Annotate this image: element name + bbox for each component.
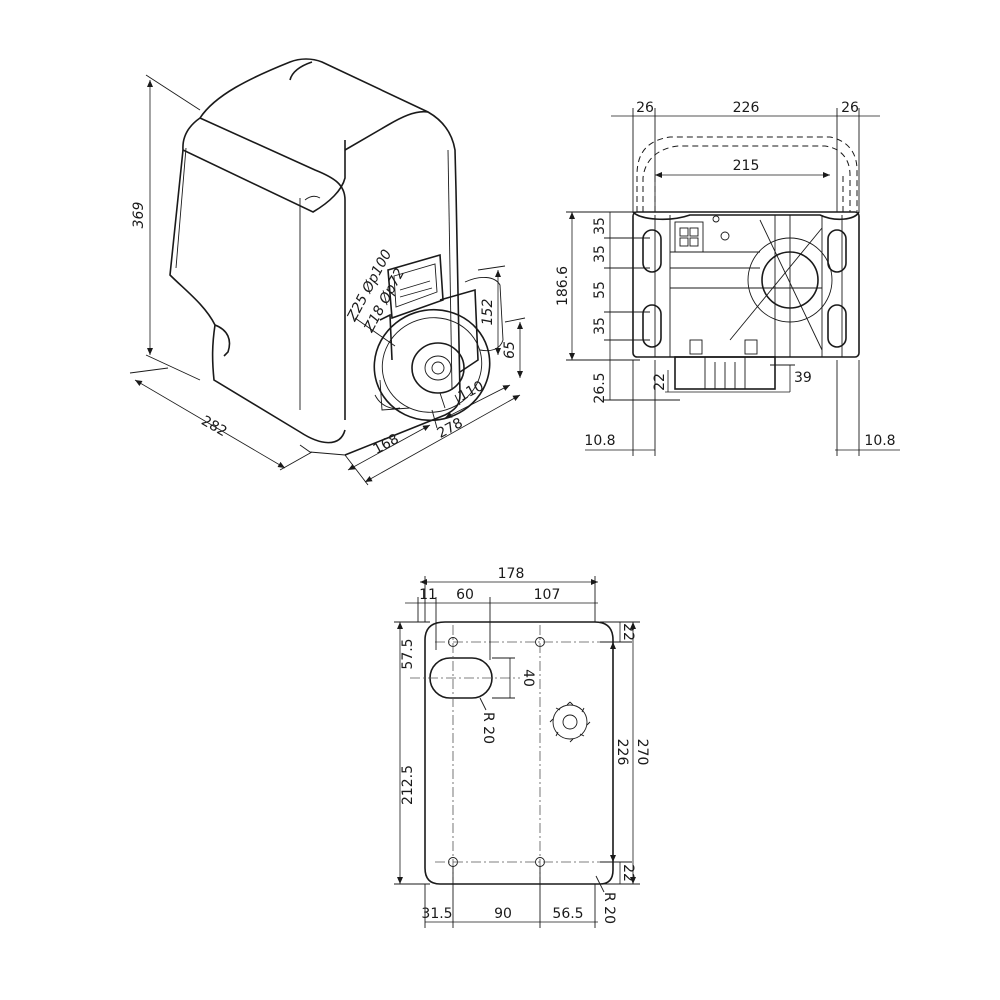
- dim-10-8-right: 10.8: [864, 433, 895, 449]
- dim-168: 168: [371, 431, 402, 458]
- plate-dim-270: 270: [634, 739, 650, 766]
- gear-symbol: [549, 701, 591, 743]
- dim-26-right: 26: [841, 100, 859, 116]
- plate-dim-212-5: 212.5: [400, 765, 416, 805]
- plate-dim-22-top: 22: [620, 623, 636, 641]
- dim-26-5: 26.5: [592, 372, 608, 403]
- dim-35-c: 35: [592, 317, 608, 335]
- release-handle: [387, 253, 444, 320]
- housing-side-face: [344, 189, 461, 456]
- dim-282: 282: [198, 413, 229, 440]
- motor-body: [632, 211, 860, 358]
- dim-55: 55: [592, 281, 608, 299]
- plate-dim-57-5: 57.5: [400, 638, 416, 669]
- plate-dim-r20-slot: R 20: [480, 712, 496, 744]
- plate-dim-60: 60: [456, 587, 474, 603]
- plate-dim-107: 107: [534, 587, 561, 603]
- plate-dim-56-5: 56.5: [552, 906, 583, 922]
- plate-dim-22-bottom: 22: [620, 864, 636, 882]
- dim-152: 152: [480, 299, 496, 326]
- plate-dim-40: 40: [520, 669, 536, 687]
- plate-dim-90: 90: [494, 906, 512, 922]
- dim-35-a: 35: [592, 217, 608, 235]
- dim-35-b: 35: [592, 245, 608, 263]
- plate-dim-226: 226: [614, 739, 630, 766]
- plate-dim-r20-corner: R 20: [601, 892, 617, 924]
- plate-dim-178: 178: [498, 566, 525, 582]
- dim-186-6: 186.6: [555, 266, 571, 306]
- housing-front-face: [169, 149, 346, 444]
- dim-39: 39: [794, 370, 812, 386]
- dim-215: 215: [733, 158, 760, 174]
- isometric-view: 369 282 168 278 110 152 65 Z25 Øp100 Z18…: [129, 58, 526, 486]
- front-view: 26 226 26 215 35 35 55 35 186.6 26.5 22 …: [555, 100, 900, 456]
- plate-dim-11: 11: [419, 587, 437, 603]
- dim-22: 22: [652, 373, 668, 391]
- dim-65: 65: [502, 341, 518, 359]
- cover-outline: [636, 136, 858, 212]
- base-plate-view: 178 11 60 107 22 22 226 270 57.5 212.5 4…: [394, 566, 650, 928]
- plate-dim-31-5: 31.5: [421, 906, 452, 922]
- dim-26-left: 26: [636, 100, 654, 116]
- dim-226: 226: [733, 100, 760, 116]
- housing-front-top: [182, 117, 346, 213]
- housing-roof: [199, 58, 457, 191]
- dim-369: 369: [131, 202, 147, 229]
- dim-10-8-left: 10.8: [584, 433, 615, 449]
